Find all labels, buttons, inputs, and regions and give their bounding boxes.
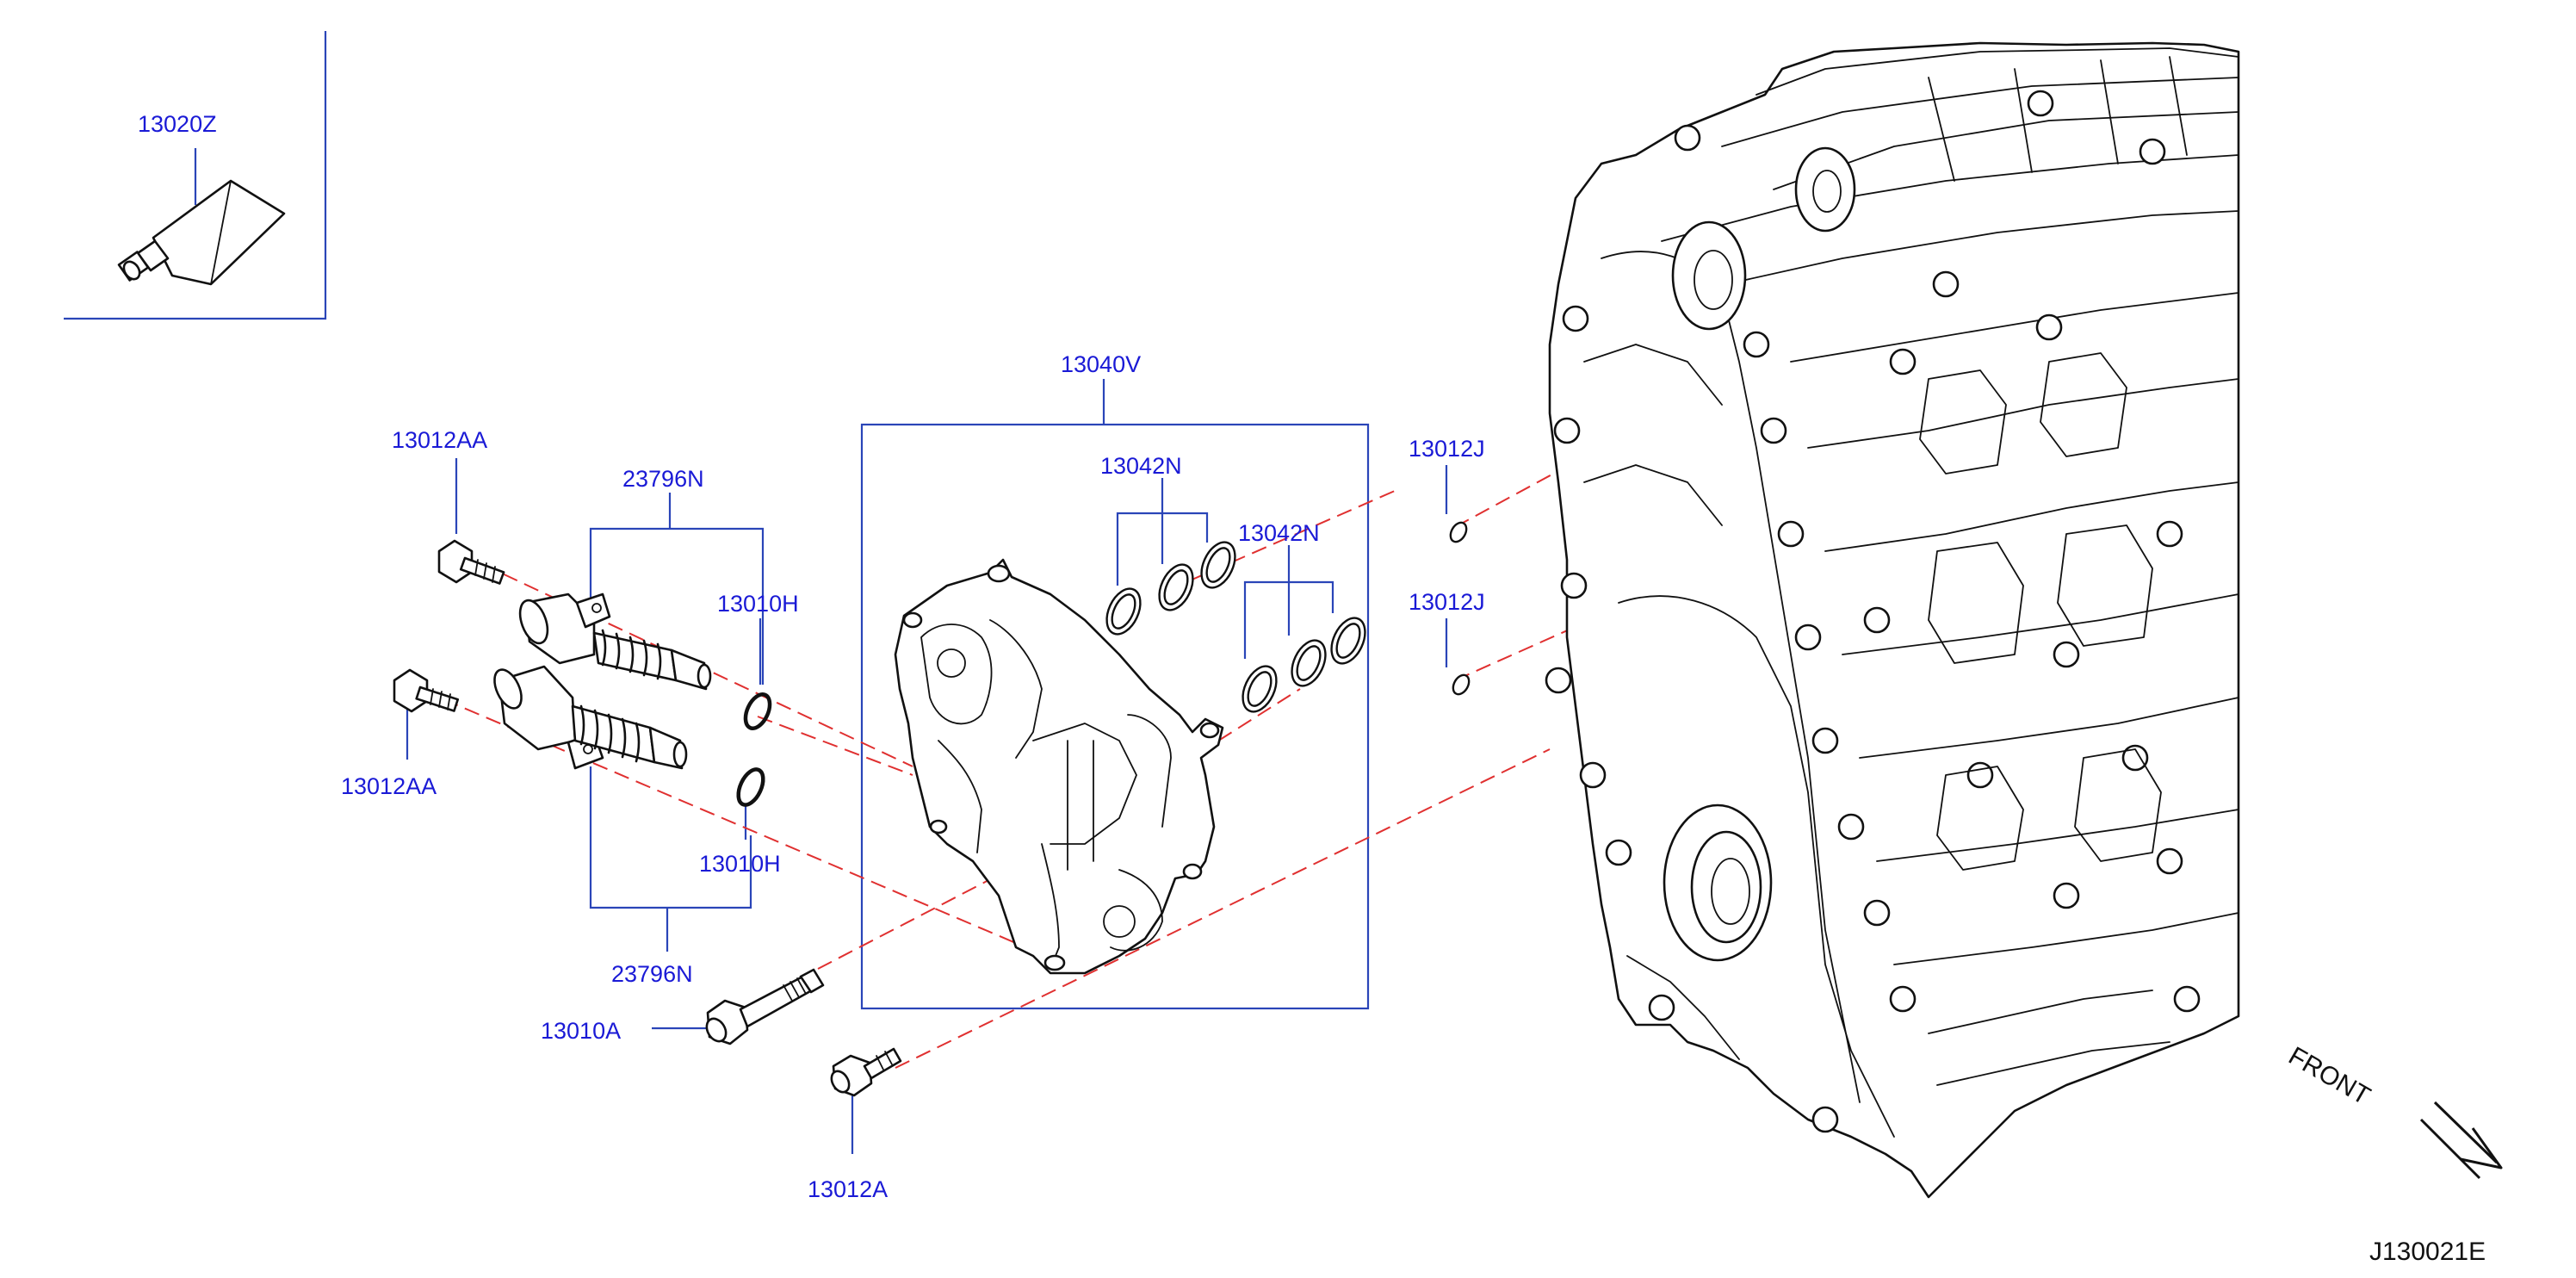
label-cover-assy: 13040V (1061, 351, 1141, 377)
label-seal-set-right: 13042N (1238, 520, 1320, 546)
seal-set-right (1242, 617, 1366, 713)
inset-frame (64, 31, 327, 320)
leader-lines (406, 379, 1448, 1154)
diagram-id: J130021E (2369, 1238, 2486, 1266)
seal-set-upper (1105, 541, 1236, 636)
sealant-tube-icon (117, 179, 286, 286)
front-arrow-icon (2419, 1101, 2503, 1180)
timing-cover (894, 558, 1224, 975)
label-solenoid-bolt-lower: 13012AA (341, 773, 437, 799)
front-label: FRONT (2284, 1041, 2375, 1110)
label-long-bolt: 13010A (541, 1018, 621, 1044)
sealant-inset (64, 31, 327, 320)
leader-solenoid-lower-bracket (589, 766, 752, 909)
label-seal-set-upper: 13042N (1100, 453, 1182, 479)
washer-lower (1452, 673, 1471, 696)
oring-lower (736, 767, 765, 807)
label-short-bolt: 13012A (808, 1176, 888, 1202)
cover-assy-box (860, 423, 1370, 1010)
label-sealant: 13020Z (138, 111, 217, 137)
solenoid-bolt-upper (437, 539, 505, 585)
solenoid-valve-lower (493, 665, 688, 770)
oring-upper (743, 692, 772, 730)
label-washer-upper: 13012J (1409, 436, 1485, 462)
solenoid-bolt-lower (393, 668, 460, 713)
label-oring-lower: 13010H (699, 851, 781, 877)
leader-solenoid-upper-bracket (589, 527, 765, 685)
short-bolt (830, 1047, 902, 1097)
long-bolt (705, 968, 825, 1045)
washer-upper (1449, 521, 1468, 543)
solenoid-valve-upper (518, 592, 712, 691)
label-oring-upper: 13010H (717, 591, 799, 617)
engine-block (1545, 41, 2240, 1199)
label-washer-lower: 13012J (1409, 589, 1485, 615)
label-solenoid-upper: 23796N (622, 466, 704, 492)
label-solenoid-lower: 23796N (611, 961, 693, 987)
label-solenoid-bolt-upper: 13012AA (392, 427, 487, 453)
